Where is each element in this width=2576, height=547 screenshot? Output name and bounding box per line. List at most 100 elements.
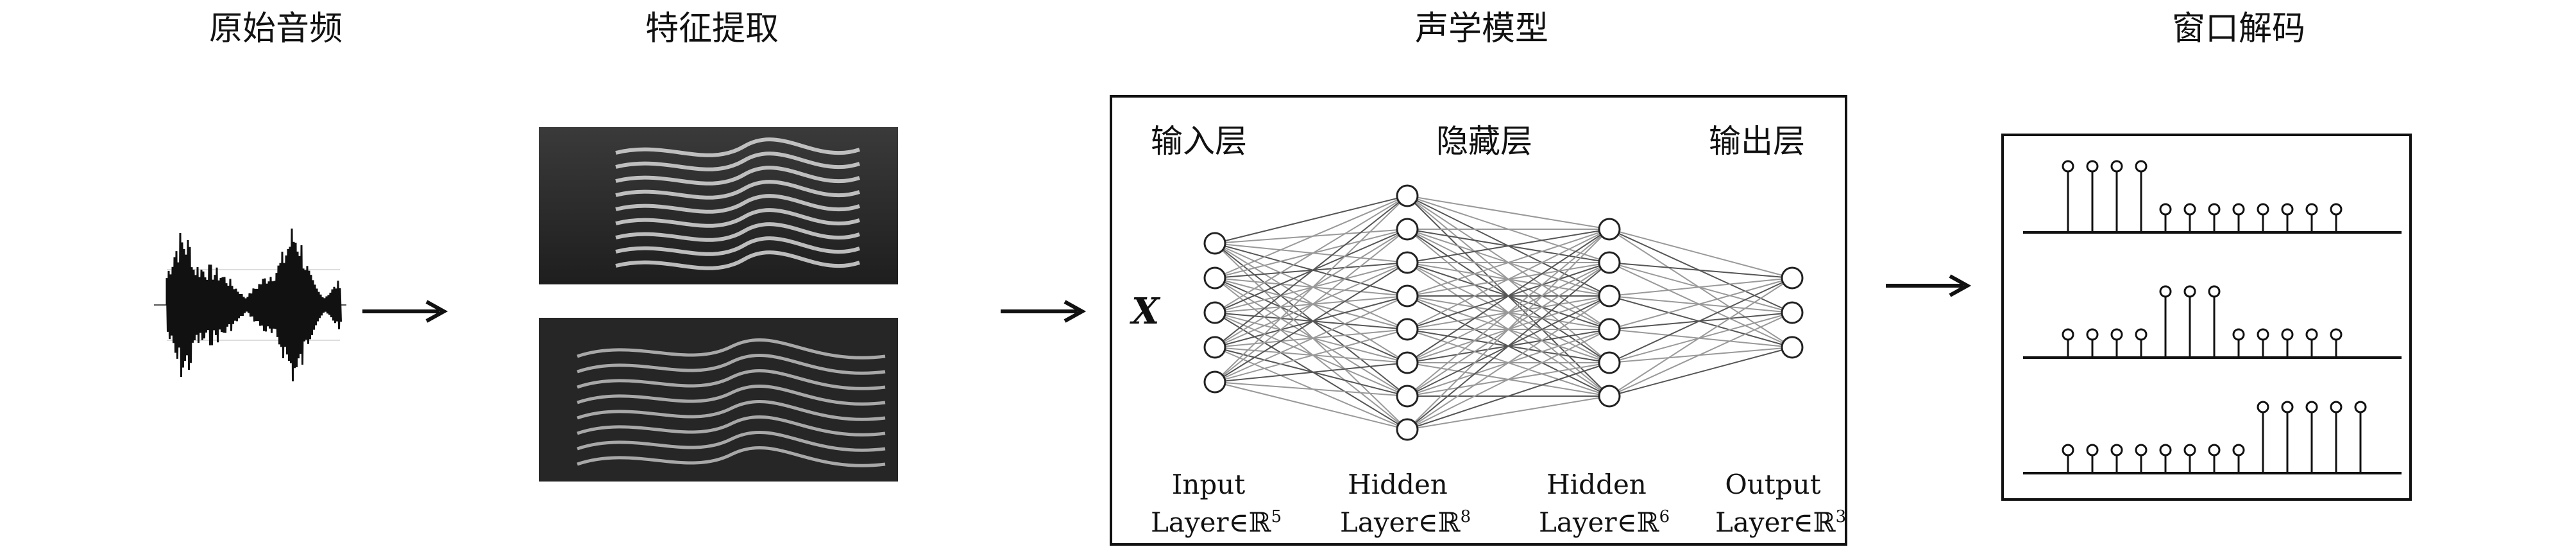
nn-edge <box>1609 312 1793 397</box>
nn-edge <box>1214 381 1408 397</box>
decoding-stem-head <box>2110 328 2123 341</box>
stage-title-window-decoding: 窗口解码 <box>2171 10 2305 48</box>
layer-caption-input-set: Layer∈ℝ <box>1151 507 1271 538</box>
decoding-stem-head <box>2135 444 2148 456</box>
nn-node <box>1396 218 1419 241</box>
decoding-stem-head <box>2110 160 2123 173</box>
decoding-stem-head <box>2183 203 2196 216</box>
decoding-stem-head <box>2062 444 2074 456</box>
nn-edge <box>1407 229 1610 397</box>
nn-node <box>1598 318 1621 341</box>
layer-caption-hidden-1-name: Hidden <box>1348 469 1448 500</box>
decoding-stem-head <box>2232 444 2245 456</box>
nn-edge <box>1407 229 1610 363</box>
decoding-box <box>2001 134 2412 501</box>
nn-node <box>1598 251 1621 274</box>
nn-edge <box>1214 195 1408 279</box>
nn-node <box>1203 370 1226 394</box>
output-layer-heading: 输出层 <box>1709 123 1805 160</box>
spectrogram-band <box>615 180 860 200</box>
spectrogram-band <box>615 250 860 270</box>
spectrogram-band <box>577 338 886 360</box>
nn-node <box>1396 418 1419 441</box>
decoding-stem-head <box>2281 328 2294 341</box>
nn-edge <box>1407 195 1610 230</box>
decoding-stem-head <box>2257 328 2269 341</box>
nn-edge <box>1609 347 1793 397</box>
spectrogram-bottom <box>539 318 898 482</box>
spectrogram-band <box>577 369 886 390</box>
nn-edge <box>1407 395 1610 430</box>
nn-node <box>1396 385 1419 408</box>
layer-caption-hidden-2-dim: 6 <box>1659 507 1670 526</box>
decoding-stem-head <box>2183 285 2196 298</box>
arrow-features-to-model <box>1001 300 1087 323</box>
nn-edge <box>1214 262 1408 383</box>
layer-caption-hidden-1-set: Layer∈ℝ <box>1340 507 1461 538</box>
decoding-stem-head <box>2257 203 2269 216</box>
spectrogram-band <box>615 222 860 242</box>
nn-node <box>1203 301 1226 324</box>
nn-edge <box>1609 262 1793 279</box>
nn-node <box>1781 301 1804 324</box>
nn-node <box>1396 284 1419 308</box>
nn-edge <box>1214 195 1408 383</box>
nn-edge <box>1214 195 1408 313</box>
decoding-stem-head <box>2281 401 2294 413</box>
layer-caption-hidden-1: Hidden Layer∈ℝ8 <box>1340 469 1471 539</box>
layer-caption-output: Output Layer∈ℝ3 <box>1715 469 1846 539</box>
nn-node <box>1203 266 1226 290</box>
spectrogram-band <box>577 415 886 437</box>
decoding-stem-head <box>2330 203 2343 216</box>
nn-edge <box>1407 262 1610 430</box>
layer-caption-output-name: Output <box>1725 469 1821 500</box>
decoding-stem-head <box>2305 401 2318 413</box>
stage-title-feature-extraction: 特征提取 <box>645 10 779 48</box>
decoding-stem-head <box>2330 328 2343 341</box>
spectrogram-top <box>539 127 898 284</box>
decoding-stem-head <box>2232 203 2245 216</box>
nn-node <box>1396 351 1419 374</box>
decoding-stem-head <box>2305 203 2318 216</box>
nn-node <box>1396 318 1419 341</box>
nn-edge <box>1407 229 1610 263</box>
decoding-stem-head <box>2086 160 2099 173</box>
layer-caption-output-set: Layer∈ℝ <box>1715 507 1836 538</box>
spectrogram-band <box>615 137 860 157</box>
decoding-stem-head <box>2208 444 2221 456</box>
nn-node <box>1781 266 1804 290</box>
decoding-stem-head <box>2062 160 2074 173</box>
spectrogram-band <box>615 236 860 256</box>
nn-edge <box>1214 362 1408 383</box>
nn-node <box>1203 336 1226 359</box>
nn-edge <box>1407 362 1610 430</box>
decoding-stem-head <box>2281 203 2294 216</box>
decoding-stem-head <box>2208 285 2221 298</box>
layer-caption-hidden-1-dim: 8 <box>1460 507 1471 526</box>
arrow-audio-to-features <box>362 300 448 323</box>
nn-node <box>1396 251 1419 274</box>
hidden-layer-heading: 隐藏层 <box>1436 123 1532 160</box>
decoding-stem-head <box>2086 444 2099 456</box>
layer-caption-output-dim: 3 <box>1835 507 1847 526</box>
spectrogram-band <box>615 208 860 228</box>
nn-edge <box>1407 229 1610 430</box>
nn-edge <box>1609 229 1793 279</box>
spectrogram-band <box>577 400 886 421</box>
nn-node <box>1598 351 1621 374</box>
nn-edge <box>1609 277 1793 363</box>
layer-caption-hidden-2: Hidden Layer∈ℝ6 <box>1539 469 1670 539</box>
nn-edge <box>1214 295 1408 383</box>
spectrogram-band <box>615 166 860 186</box>
nn-edge <box>1214 195 1408 244</box>
nn-edge <box>1214 329 1408 383</box>
spectrogram-band <box>577 446 886 467</box>
spectrogram-band <box>615 152 860 171</box>
nn-node <box>1781 336 1804 359</box>
spectrogram-band <box>577 354 886 375</box>
decoding-stem-head <box>2208 203 2221 216</box>
decoding-stem-head <box>2183 444 2196 456</box>
decoding-stem-head <box>2086 328 2099 341</box>
decoding-stem-head <box>2305 328 2318 341</box>
nn-edge <box>1214 229 1408 383</box>
